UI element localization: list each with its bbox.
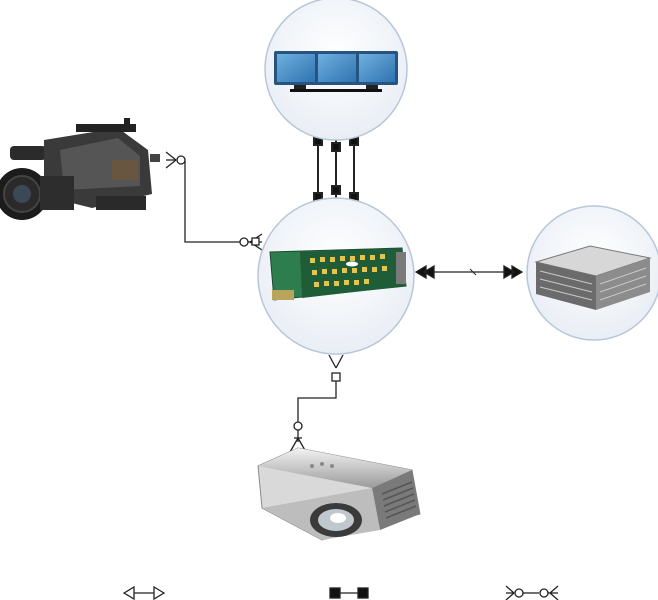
triple-monitor-icon [274,51,398,92]
circle-end-icon [539,588,549,598]
arrow-open-icon [122,585,135,600]
legend-square-connector [329,587,369,599]
storage-array-icon [534,245,652,310]
connection-monitor-card [313,136,359,202]
connection-card-storage [414,264,524,280]
legend-arrow-connector [122,585,166,600]
camera-node[interactable] [0,118,160,220]
connection-camera-card [165,151,263,251]
storage-node[interactable] [526,205,658,341]
circle-end-icon [176,155,186,165]
circle-end-icon [293,421,303,431]
circle-end-icon [239,237,249,247]
square-end-icon [331,372,341,382]
square-end-icon [329,587,341,599]
arrow-open-icon [153,585,166,600]
connection-card-projector [289,354,344,453]
square-end-icon [357,587,369,599]
monitor-node[interactable] [264,0,408,141]
legend-circle-fork-connector [505,585,559,600]
video-camera-icon [0,118,160,220]
square-end-icon [331,142,341,152]
capture-card-node[interactable] [257,197,415,355]
projector-node[interactable] [257,447,421,541]
video-capture-card-icon [269,247,407,301]
projector-icon [257,447,421,541]
legend [122,585,559,600]
square-end-icon [331,185,341,195]
circle-end-icon [514,588,524,598]
